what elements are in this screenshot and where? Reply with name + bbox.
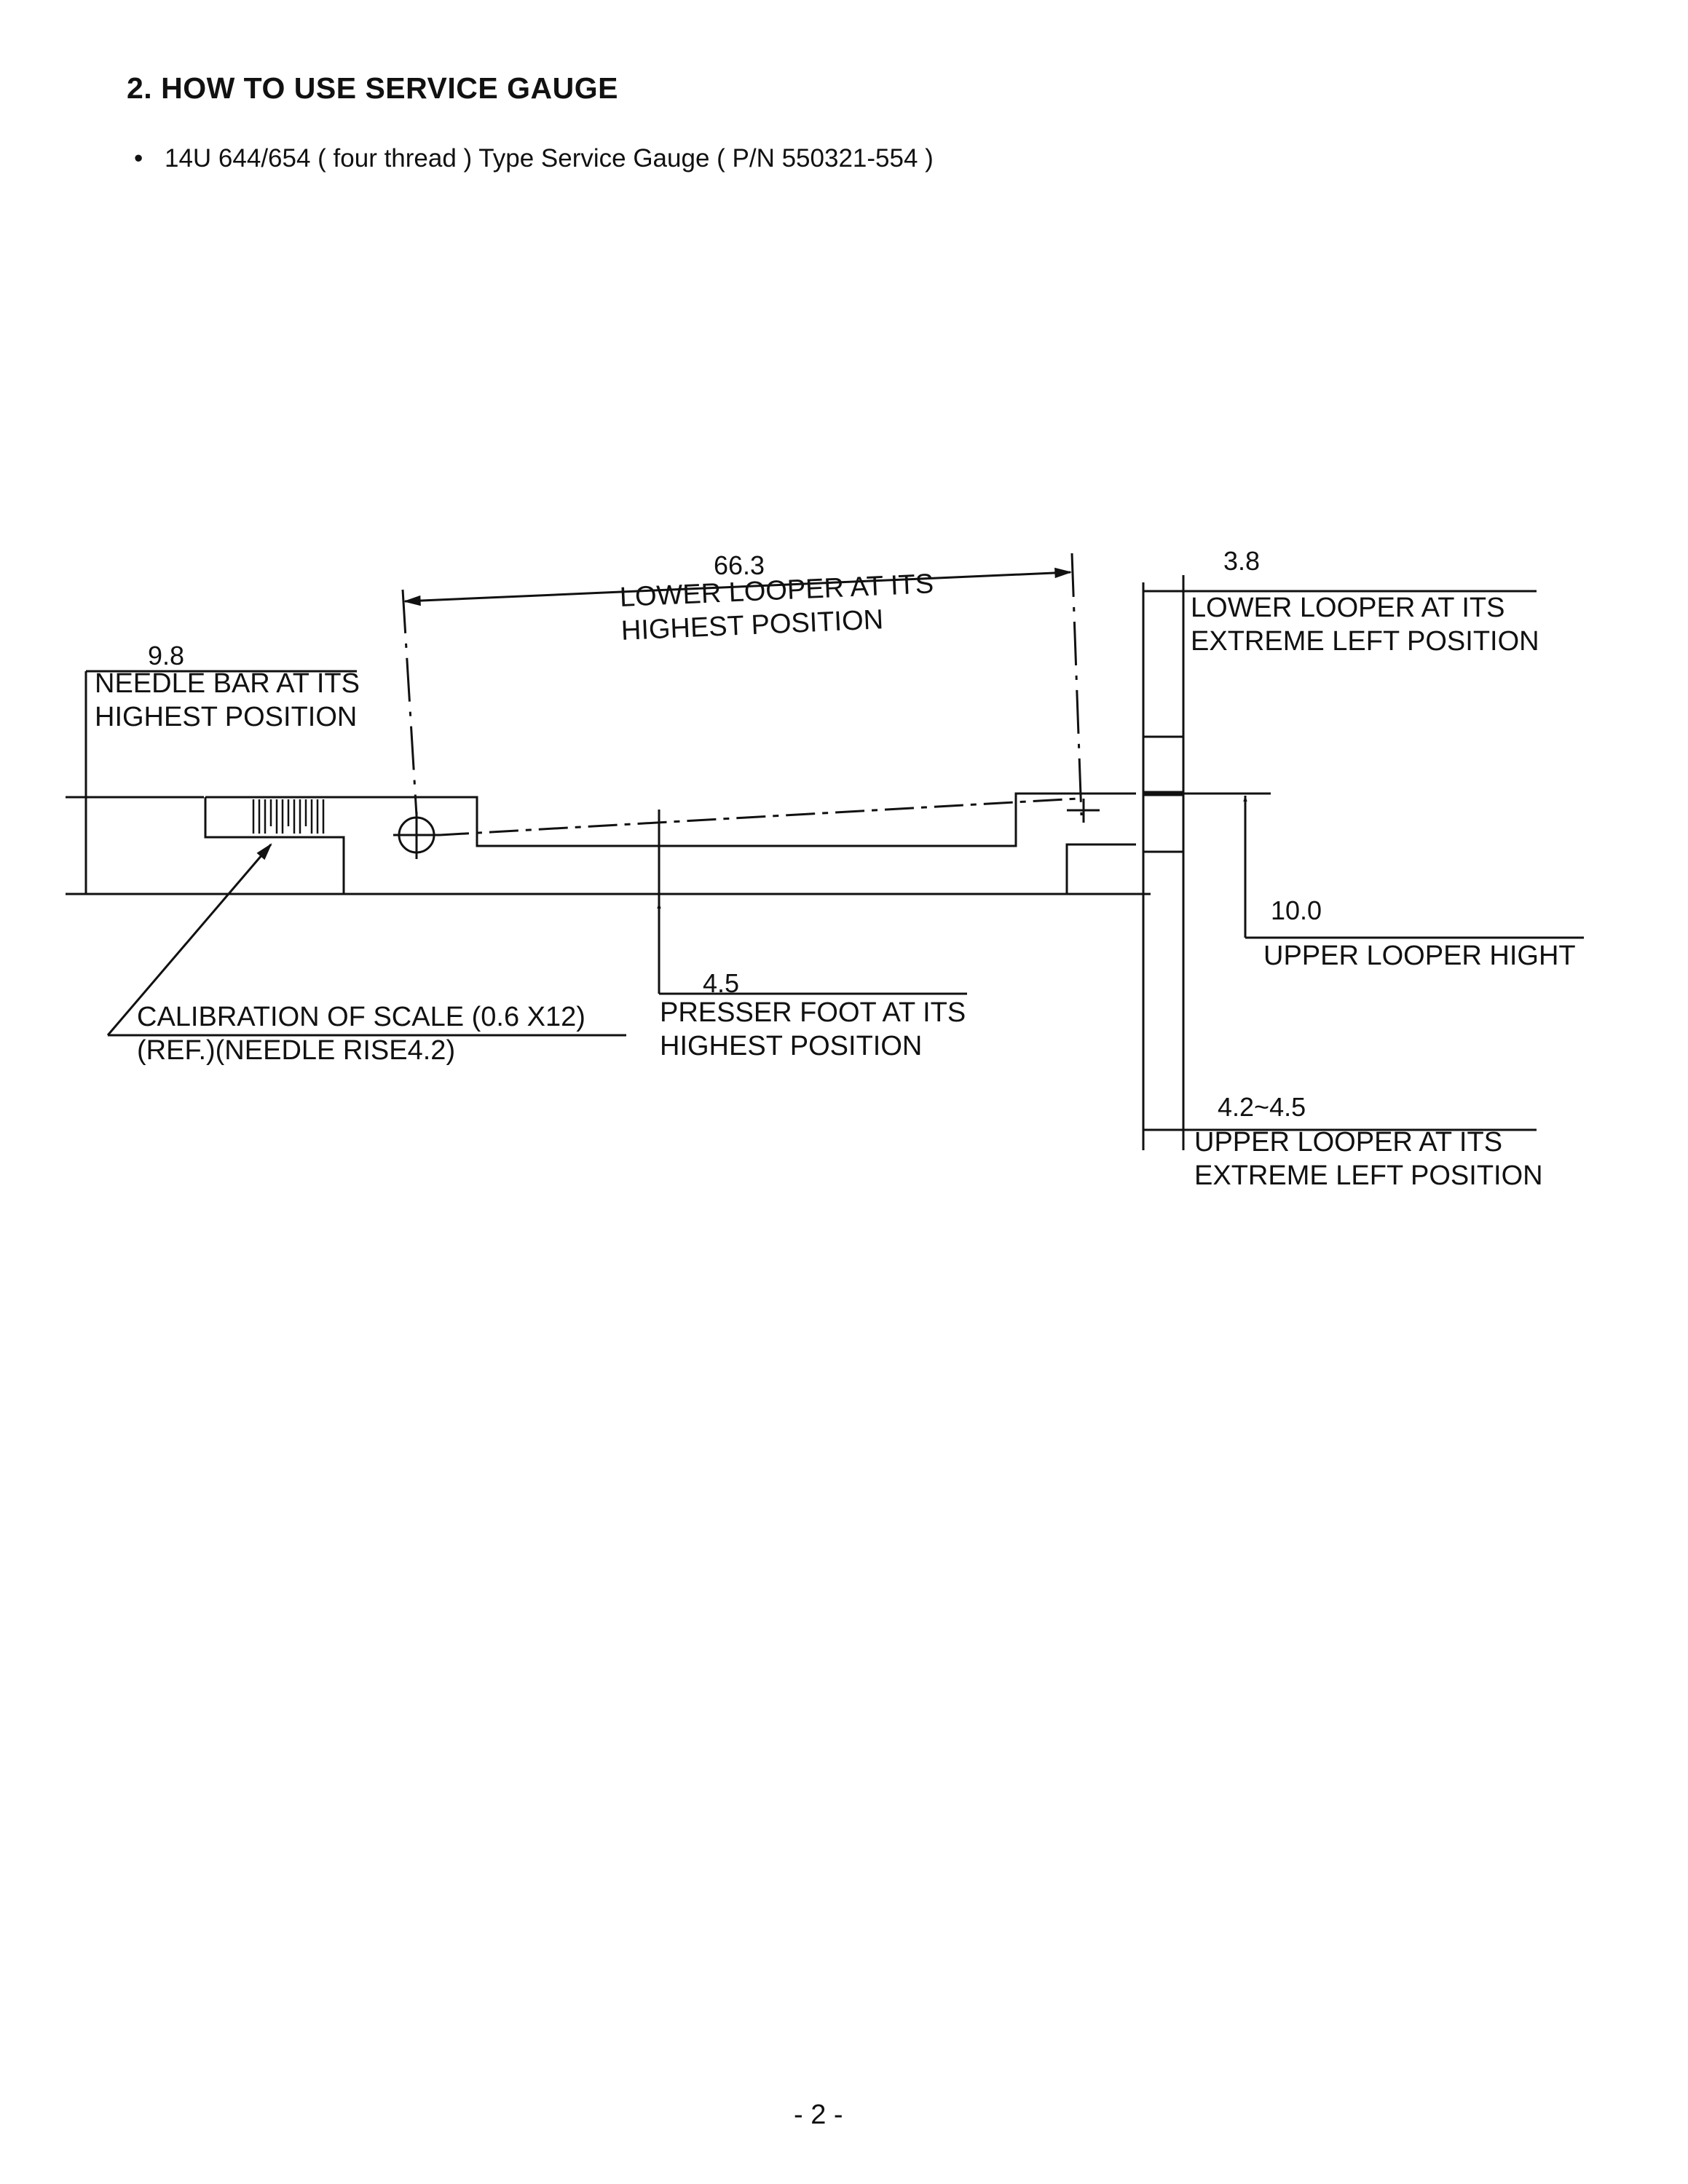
lower-looper-left-label-line: LOWER LOOPER AT ITS [1191,593,1505,623]
needle-bar-value: 9.8 [148,641,185,670]
lower-looper-highest-label: LOWER LOOPER AT ITS HIGHEST POSITION [619,567,936,648]
calibration-label-line: CALIBRATION OF SCALE (0.6 X12) [137,1002,585,1032]
center-line [439,797,1078,836]
calibration-leader [106,843,626,1037]
presser-foot-dimension [657,810,967,995]
upper-looper-left-label: UPPER LOOPER AT ITS EXTREME LEFT POSITIO… [1194,1125,1543,1192]
upper-looper-left-label-line: UPPER LOOPER AT ITS [1194,1127,1503,1158]
lower-looper-highest-value: 66.3 [714,550,765,580]
calibration-label: CALIBRATION OF SCALE (0.6 X12) (REF.)(NE… [137,1000,585,1067]
bullet-icon: • [134,144,143,173]
needle-bar-label-line: HIGHEST POSITION [95,702,358,732]
upper-looper-hight-dimension [1243,795,1584,939]
gauge-body [66,735,1271,895]
lower-looper-left-label: LOWER LOOPER AT ITS EXTREME LEFT POSITIO… [1191,591,1539,658]
presser-foot-label: PRESSER FOOT AT ITS HIGHEST POSITION [660,996,966,1063]
upper-looper-hight-label: UPPER LOOPER HIGHT [1263,941,1576,971]
gauge-description: • 14U 644/654 ( four thread ) Type Servi… [134,144,934,173]
page-number: - 2 - [794,2100,843,2130]
presser-foot-value: 4.5 [703,968,740,998]
needle-hole-icon [393,812,440,859]
needle-bar-label: NEEDLE BAR AT ITS HIGHEST POSITION [95,667,360,734]
calibration-label-line: (REF.)(NEEDLE RISE4.2) [137,1035,456,1066]
scale-ticks [252,799,325,834]
lower-looper-highest-dimension [401,553,1100,823]
needle-bar-label-line: NEEDLE BAR AT ITS [95,668,360,699]
page-heading: 2. HOW TO USE SERVICE GAUGE [127,71,618,105]
presser-foot-label-line: HIGHEST POSITION [660,1031,923,1061]
upper-looper-hight-value: 10.0 [1271,895,1322,925]
upper-looper-left-value: 4.2~4.5 [1218,1092,1306,1122]
lower-looper-left-label-line: EXTREME LEFT POSITION [1191,626,1539,657]
needle-bar-dimension [84,670,357,894]
gauge-description-text: 14U 644/654 ( four thread ) Type Service… [165,144,934,173]
lower-looper-left-value: 3.8 [1223,546,1261,576]
lower-looper-left-dimension [1142,575,1537,1150]
presser-foot-label-line: PRESSER FOOT AT ITS [660,997,966,1028]
upper-looper-left-label-line: EXTREME LEFT POSITION [1194,1160,1543,1191]
